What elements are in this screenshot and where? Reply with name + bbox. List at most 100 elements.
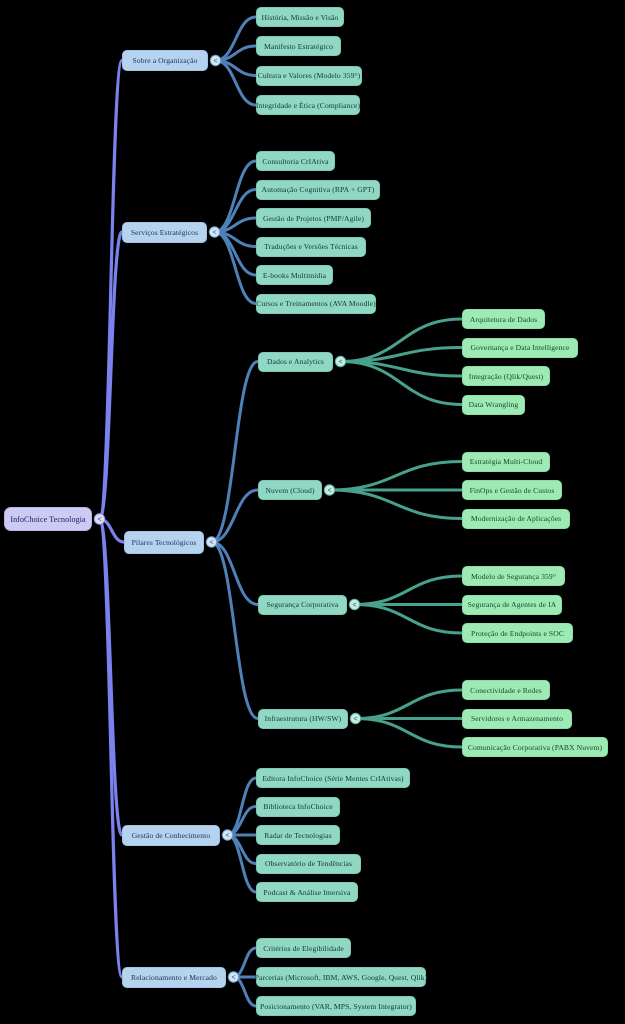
chevron-left-icon: < [213,58,217,65]
node-label: Conectividade e Redes [470,685,542,695]
mindmap-node-gc[interactable]: Gestão de Conhecimento [122,824,220,846]
mindmap-edge [210,360,260,544]
mindmap-node-svc6[interactable]: Cursos e Treinamentos (AVA Moodle) [256,293,376,314]
mindmap-node-n2[interactable]: FinOps e Gestão de Custos [462,480,562,500]
node-label: Proteção de Endpoints e SOC [471,628,564,638]
chevron-left-icon: < [338,359,342,366]
node-label: Dados e Analytics [267,357,324,366]
mindmap-edge [213,230,258,305]
mindmap-node-org1[interactable]: História, Missão e Visão [256,7,344,27]
mindmap-node-rm3[interactable]: Posicionamento (VAR, MPS, System Integra… [256,996,416,1016]
mindmap-edge [353,603,464,635]
node-label: Radar de Tecnologias [264,830,332,840]
chevron-left-icon: < [352,602,356,609]
mindmap-node-d1[interactable]: Arquitetura de Dados [462,309,545,329]
mindmap-edge [97,517,124,979]
collapse-toggle-nuvem[interactable]: < [323,484,336,496]
mindmap-node-n1[interactable]: Estratégia Multi-Cloud [462,451,550,472]
mindmap-node-svc2[interactable]: Automação Cognitiva (RPA + GPT) [256,179,380,200]
node-label: Sobre a Organização [132,56,198,65]
collapse-toggle-seg[interactable]: < [348,598,361,611]
mindmap-node-s1[interactable]: Modelo de Segurança 359° [462,566,565,586]
node-label: História, Missão e Visão [261,12,339,22]
mindmap-node-s2[interactable]: Segurança de Agentes de IA [462,594,562,615]
collapse-circle [348,598,361,611]
mindmap-node-infra[interactable]: Infraestrutura (HW/SW) [258,708,348,729]
mindmap-edge [353,574,464,606]
node-label: Integração (Qlik/Quest) [468,371,544,381]
node-label: Relacionamento e Mercado [131,972,217,982]
collapse-toggle-org[interactable]: < [209,54,222,67]
mindmap-node-seg[interactable]: Segurança Corporativa [258,594,347,615]
mindmap-node-org3[interactable]: Cultura e Valores (Modelo 359°) [256,65,362,86]
chevron-left-icon: < [231,975,235,982]
collapse-circle [221,829,234,841]
collapse-toggle-dados[interactable]: < [334,355,347,368]
node-label: Segurança de Agentes de IA [467,600,557,609]
node-label: Integridade e Ética (Compliance) [255,100,361,110]
mindmap-edge [354,688,464,720]
node-label: Comunicação Corporativa (PABX Nuvem) [467,742,603,752]
mindmap-node-s3[interactable]: Proteção de Endpoints e SOC [462,623,573,643]
node-label: Serviços Estratégicos [130,227,199,237]
collapse-circle [323,484,336,496]
collapse-circle [209,54,222,67]
collapse-toggle-pil[interactable]: < [205,536,218,548]
mindmap-edge [328,488,464,520]
node-label: Critérios de Elegibilidade [263,943,344,953]
mindmap-edge [97,230,124,521]
mindmap-node-rm[interactable]: Relacionamento e Mercado [122,966,226,988]
mindmap-node-i2[interactable]: Servidores e Armazenamento [462,708,572,729]
node-label: Parcerias (Microsoft, IBM, AWS, Google, … [254,972,428,982]
mindmap-node-gc2[interactable]: Biblioteca InfoChoice [256,796,340,817]
mindmap-node-svc1[interactable]: Consultoria CrIAtiva [256,151,335,171]
node-label: Pilares Tecnológicos [131,537,197,547]
mindmap-node-d4[interactable]: Data Wrangling [462,394,525,415]
mindmap-node-org4[interactable]: Integridade e Ética (Compliance) [256,95,360,115]
mindmap-node-pil[interactable]: Pilares Tecnológicos [124,530,204,554]
mindmap-node-org[interactable]: Sobre a Organização [122,50,208,71]
mindmap-node-rm1[interactable]: Critérios de Elegibilidade [256,938,351,958]
mindmap-edge [97,58,124,521]
collapse-toggle-infra[interactable]: < [349,712,362,725]
node-label: Arquitetura de Dados [469,314,538,324]
mindmap-node-svc4[interactable]: Traduções e Versões Técnicas [256,236,366,257]
collapse-toggle-svc[interactable]: < [208,226,221,238]
collapse-toggle-rm[interactable]: < [227,971,240,983]
mindmap-node-n3[interactable]: Modernização de Aplicações [462,508,570,529]
mindmap-node-root[interactable]: InfoChoice Tecnologia [4,507,92,531]
mindmap-node-org2[interactable]: Manifesto Estratégico [256,36,341,56]
mindmap-node-gc1[interactable]: Editora InfoChoice (Série Mentes CrIAtiv… [256,768,410,788]
mindmap-edge [213,159,258,234]
collapse-toggle-gc[interactable]: < [221,829,234,841]
node-label: InfoChoice Tecnologia [10,514,86,524]
mindmap-node-i3[interactable]: Comunicação Corporativa (PABX Nuvem) [462,737,608,757]
node-label: Manifesto Estratégico [264,41,333,51]
mindmap-node-svc[interactable]: Serviços Estratégicos [122,221,207,243]
chevron-left-icon: < [209,540,213,547]
node-label: Automação Cognitiva (RPA + GPT) [261,185,375,194]
node-label: Podcast & Análise Imersiva [263,887,351,897]
node-label: Modelo de Segurança 359° [471,571,556,581]
mindmap-edge [328,460,464,492]
mindmap-node-svc3[interactable]: Gestão de Projetos (PMP/Agile) [256,208,371,228]
node-label: Segurança Corporativa [266,600,339,609]
node-label: Cursos e Treinamentos (AVA Moodle) [256,299,376,308]
node-label: Servidores e Armazenamento [470,714,563,723]
mindmap-node-d2[interactable]: Governança e Data Intelligence [462,337,578,358]
mindmap-node-svc5[interactable]: E-books Multimídia [256,265,333,285]
mindmap-node-gc5[interactable]: Podcast & Análise Imersiva [256,882,358,902]
collapse-toggle-root[interactable]: < [93,513,106,525]
mindmap-node-d3[interactable]: Integração (Qlik/Quest) [462,366,550,386]
mindmap-node-nuvem[interactable]: Nuvem (Cloud) [258,480,322,500]
chevron-left-icon: < [225,833,229,840]
node-label: Editora InfoChoice (Série Mentes CrIAtiv… [262,773,404,783]
mindmap-node-i1[interactable]: Conectividade e Redes [462,680,550,700]
mindmap-node-rm2[interactable]: Parcerias (Microsoft, IBM, AWS, Google, … [255,967,427,987]
mindmap-node-gc3[interactable]: Radar de Tecnologias [256,825,340,845]
mindmap-edge [210,540,260,606]
mindmap-node-dados[interactable]: Dados e Analytics [258,351,333,372]
node-label: Gestão de Conhecimento [131,830,211,840]
mindmap-node-gc4[interactable]: Observatório de Tendências [256,853,361,874]
